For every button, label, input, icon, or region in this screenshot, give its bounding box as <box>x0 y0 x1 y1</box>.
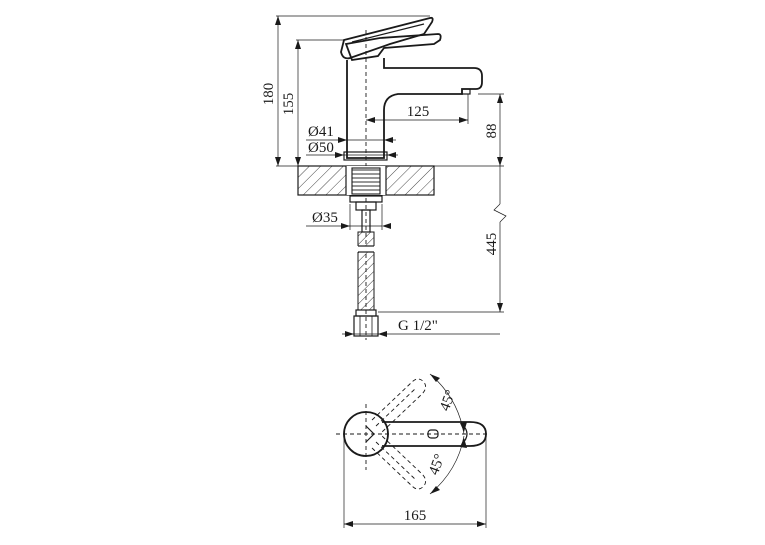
dimension-dia-35: Ø35 <box>306 204 391 230</box>
dim-label-165: 165 <box>404 508 427 524</box>
dimension-spout-height-88: 88 <box>478 93 504 166</box>
dimension-height-155: 155 <box>281 39 346 166</box>
angle-label-lower: 45° <box>426 452 448 477</box>
top-view: 45° 45° 165 <box>336 373 488 528</box>
dim-label-dia-41: Ø41 <box>308 124 334 140</box>
faucet-body <box>340 16 483 340</box>
side-view: 180 155 125 88 <box>261 15 507 340</box>
dim-label-155: 155 <box>281 93 297 116</box>
dimension-dia-41: Ø41 <box>306 124 396 143</box>
dimension-thread: G 1/2" <box>342 318 500 337</box>
dimension-height-180: 180 <box>261 15 430 166</box>
dim-label-180: 180 <box>261 83 277 106</box>
dim-label-445: 445 <box>484 233 500 256</box>
mounting-nut-and-hose <box>349 195 383 337</box>
angle-arc-upper: 45° <box>429 373 467 435</box>
dim-label-125: 125 <box>407 104 430 120</box>
angle-label-upper: 45° <box>437 388 459 413</box>
dim-label-dia-50: Ø50 <box>308 140 334 156</box>
angle-arc-lower: 45° <box>426 435 467 495</box>
dimension-dia-50: Ø50 <box>306 140 398 158</box>
lever-position-upper <box>371 378 427 433</box>
counter-top <box>297 165 435 196</box>
lever-position-lower <box>371 435 427 490</box>
dimension-reach-125: 125 <box>366 94 469 124</box>
dim-label-thread: G 1/2" <box>398 318 438 334</box>
dimension-width-165: 165 <box>343 434 487 528</box>
dim-label-dia-35: Ø35 <box>312 210 338 226</box>
dim-label-88: 88 <box>484 124 500 139</box>
dimension-hose-445: 445 <box>378 166 507 313</box>
